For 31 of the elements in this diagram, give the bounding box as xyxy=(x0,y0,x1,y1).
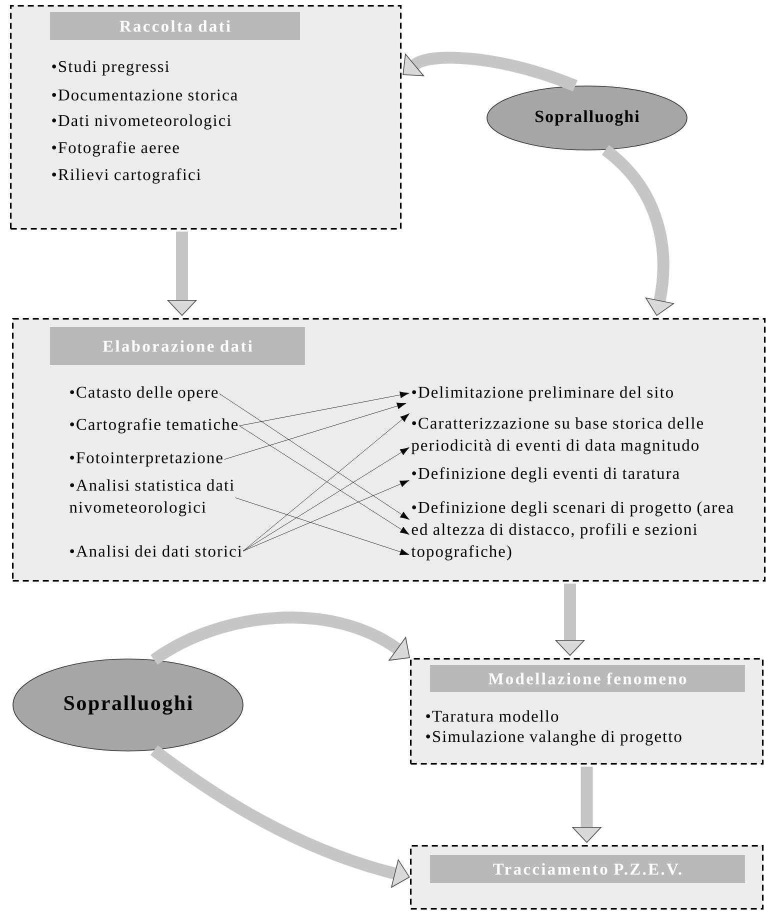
arrow xyxy=(224,402,406,460)
list-item: •Analisi dei dati storici xyxy=(70,545,242,557)
list-item: •Analisi statistica dati nivometeorologici xyxy=(70,479,234,516)
bullet-item: •Dati nivometeorologici xyxy=(52,114,231,130)
bullet-item: •Taratura modello xyxy=(426,710,558,722)
header-band: Modellazione fenomeno xyxy=(430,665,745,692)
header-band: Elaborazione dati xyxy=(50,327,305,365)
arrow xyxy=(239,426,410,535)
header-band: Raccolta dati xyxy=(50,12,300,40)
block-arrow xyxy=(150,612,410,665)
header-band: Tracciamento P.Z.E.V. xyxy=(430,855,745,883)
arrow xyxy=(242,413,410,552)
list-item: •Fotointerpretazione xyxy=(70,452,222,467)
arrow xyxy=(242,480,410,552)
arrow xyxy=(235,498,410,556)
arrow xyxy=(242,447,410,552)
list-item: •Definizione degli eventi di taratura xyxy=(412,467,680,482)
bullet-item: •Simulazione valanghe di progetto xyxy=(426,730,682,746)
arrow xyxy=(239,392,410,426)
list-item: •Delimitazione preliminare del sito xyxy=(412,386,673,402)
block-arrow xyxy=(602,145,675,316)
bullet-item: •Rilievi cartografici xyxy=(52,168,201,184)
block-arrow xyxy=(402,52,578,92)
list-item: •Caratterizzazione su base storica delle periodicità di eventi di data magnitudo xyxy=(411,417,704,454)
list-item: •Catasto delle opere xyxy=(70,386,218,402)
bullet-item: •Documentazione storica xyxy=(52,89,238,101)
bullet-item: •Fotografie aeree xyxy=(52,141,179,157)
list-item: •Definizione degli scenari di progetto (area ed altezza di distacco, profili e sezioni topografiche) xyxy=(411,501,734,560)
bullet-item: •Studi pregressi xyxy=(52,60,170,76)
arrow xyxy=(219,394,410,520)
list-item: •Cartografie tematiche xyxy=(70,418,238,434)
